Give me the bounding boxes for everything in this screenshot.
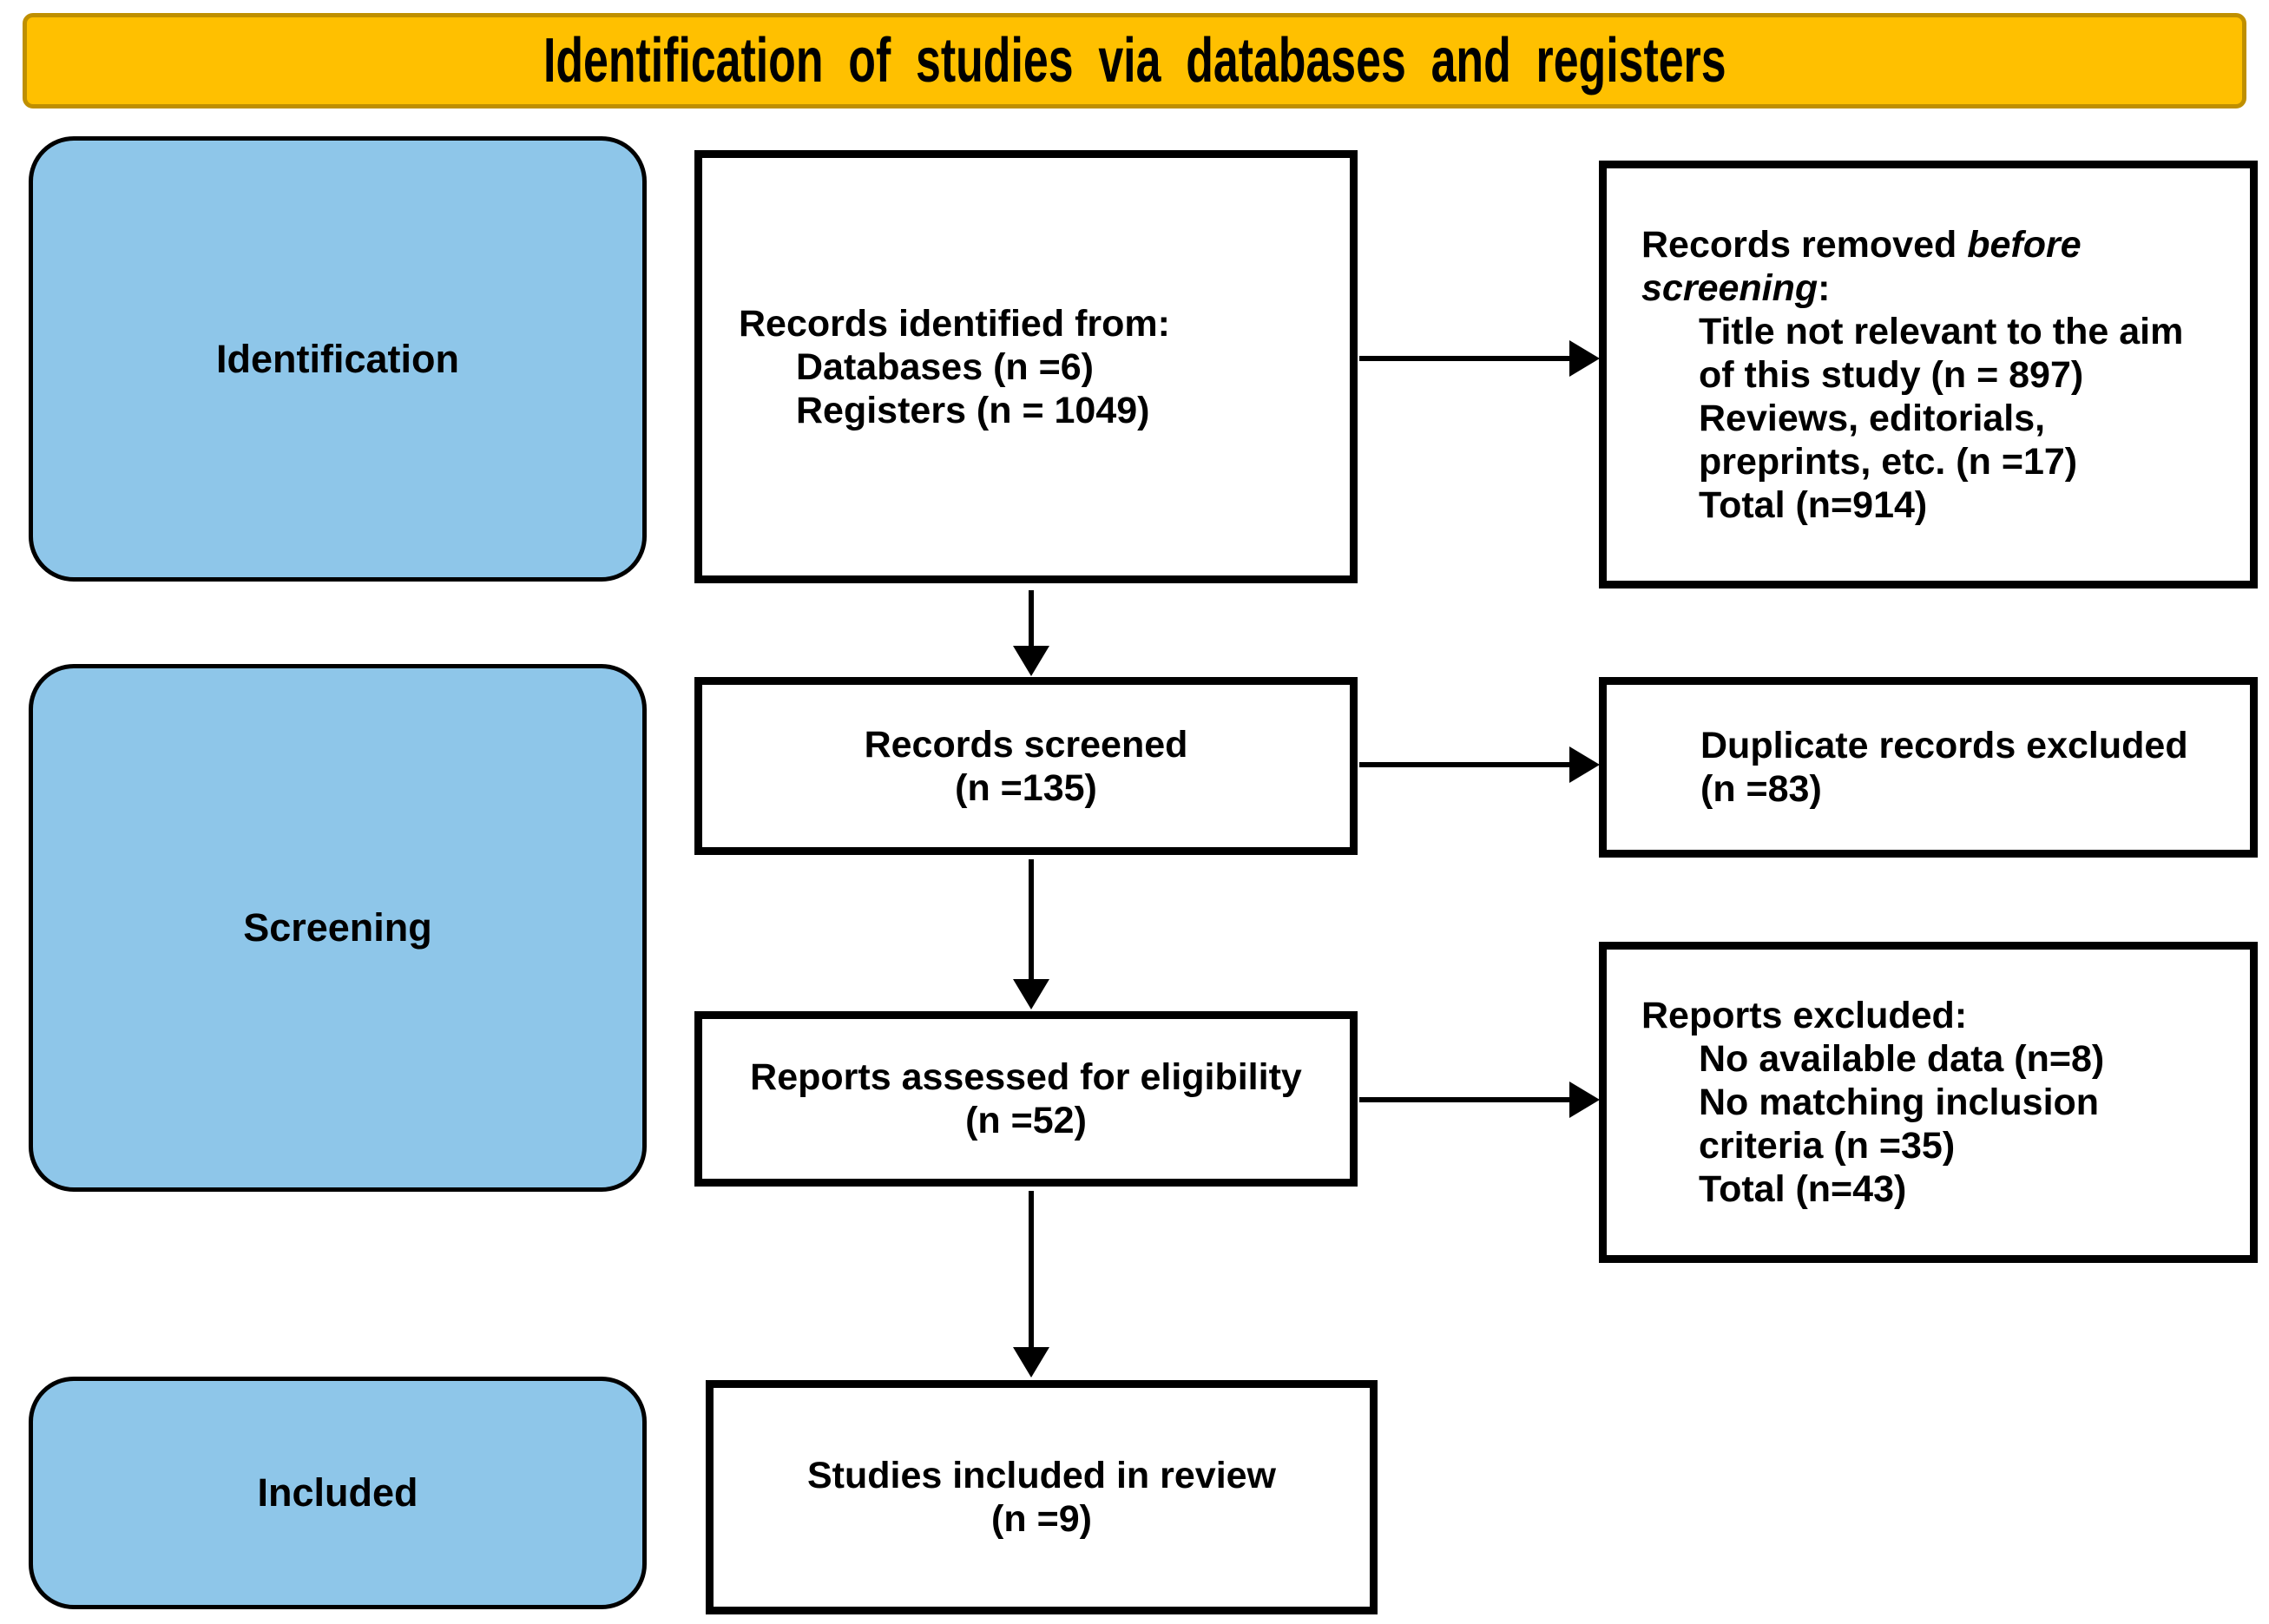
text: : — [1818, 266, 1831, 309]
text-line: Records removed before — [1641, 223, 2250, 266]
text-line: Databases (n =6) — [739, 345, 1350, 389]
text: Duplicate records excluded — [1700, 725, 2188, 766]
reports-excluded-box: Reports excluded:No available data (n=8)… — [1599, 942, 2258, 1263]
text: Reports assessed for eligibility — [750, 1056, 1302, 1098]
text-line: Duplicate records excluded — [1700, 724, 2250, 767]
text-line: Registers (n = 1049) — [739, 389, 1350, 432]
italic-text: before — [1967, 223, 2082, 266]
studies-included-box: Studies included in review(n =9) — [706, 1380, 1378, 1614]
arrow-down-icon — [1013, 859, 1049, 1009]
reports-assessed-box: Reports assessed for eligibility(n =52) — [694, 1011, 1358, 1187]
text-line: Records screened — [702, 723, 1350, 766]
text-line: preprints, etc. (n =17) — [1641, 440, 2250, 483]
text: Records screened — [864, 723, 1188, 766]
text: of this study (n = 897) — [1699, 353, 2084, 396]
text: preprints, etc. (n =17) — [1699, 440, 2078, 483]
text: No available data (n=8) — [1699, 1038, 2105, 1080]
text: Reviews, editorials, — [1699, 397, 2046, 439]
stage-screening-label: Screening — [243, 905, 432, 950]
diagram-title: Identification of studies via databases … — [543, 26, 1726, 95]
text-line: No available data (n=8) — [1641, 1037, 2250, 1081]
arrow-down-icon — [1013, 590, 1049, 676]
text: Total (n=914) — [1699, 483, 1928, 526]
text-line: Reports excluded: — [1641, 994, 2250, 1037]
text: Records identified from: — [739, 302, 1170, 345]
text-line: Reviews, editorials, — [1641, 397, 2250, 440]
text-line: (n =52) — [702, 1099, 1350, 1142]
text-line: No matching inclusion — [1641, 1081, 2250, 1124]
text: Studies included in review — [806, 1455, 1277, 1496]
text-line: Studies included in review — [714, 1454, 1370, 1497]
stage-included: Included — [29, 1377, 647, 1609]
text: Records removed — [1641, 223, 1968, 266]
text-line: Total (n=43) — [1641, 1167, 2250, 1211]
arrow-right-icon — [1359, 746, 1600, 783]
text-line: criteria (n =35) — [1641, 1124, 2250, 1167]
text: Total (n=43) — [1699, 1168, 1907, 1210]
stage-identification: Identification — [29, 136, 647, 582]
text: (n =135) — [955, 766, 1097, 809]
text-line: Total (n=914) — [1641, 483, 2250, 527]
duplicate-records-excluded-box: Duplicate records excluded(n =83) — [1599, 677, 2258, 858]
text-line: Records identified from: — [739, 302, 1350, 345]
stage-included-label: Included — [257, 1470, 418, 1515]
text: (n =9) — [991, 1498, 1092, 1540]
text: (n =52) — [965, 1100, 1087, 1141]
text-line: of this study (n = 897) — [1641, 353, 2250, 397]
records-screened-box: Records screened(n =135) — [694, 677, 1358, 855]
text: Registers (n = 1049) — [796, 389, 1150, 431]
text-line: (n =83) — [1700, 767, 2250, 811]
text: No matching inclusion — [1699, 1082, 2100, 1123]
text-line: Title not relevant to the aim — [1641, 310, 2250, 353]
text-line: (n =9) — [714, 1497, 1370, 1541]
arrow-down-icon — [1013, 1191, 1049, 1377]
text: criteria (n =35) — [1699, 1125, 1956, 1167]
text: Databases (n =6) — [796, 345, 1094, 388]
records-identified-box: Records identified from:Databases (n =6)… — [694, 150, 1358, 583]
arrow-right-icon — [1359, 340, 1600, 377]
italic-text: screening — [1641, 266, 1818, 309]
text-line: screening: — [1641, 266, 2250, 310]
text-line: Reports assessed for eligibility — [702, 1055, 1350, 1099]
text: Reports excluded: — [1641, 995, 1968, 1036]
text: Title not relevant to the aim — [1699, 310, 2184, 352]
arrow-right-icon — [1359, 1082, 1600, 1118]
stage-identification-label: Identification — [216, 336, 459, 381]
banner: Identification of studies via databases … — [23, 13, 2246, 108]
text: (n =83) — [1700, 768, 1822, 810]
stage-screening: Screening — [29, 664, 647, 1192]
text-line: (n =135) — [702, 766, 1350, 810]
